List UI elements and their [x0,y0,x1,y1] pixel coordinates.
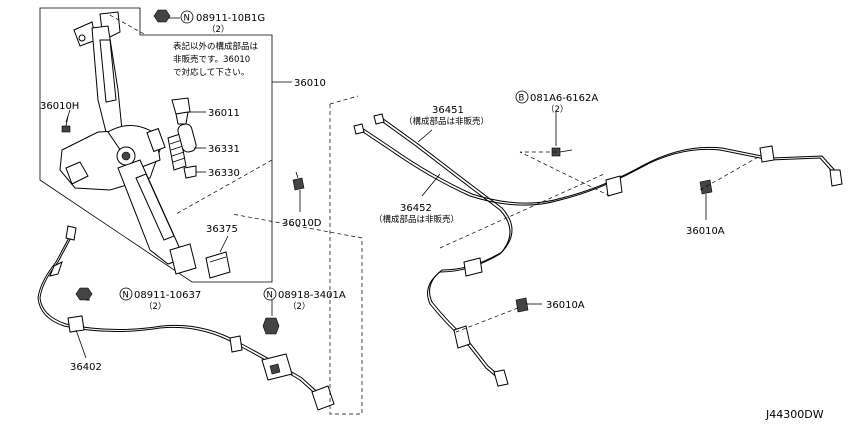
rear-cable-36451 [353,123,843,206]
label-36375: 36375 [206,224,238,235]
clip-36010a-right-icon [699,179,713,195]
clip-36010d-icon [292,171,305,191]
label-36010: 36010 [294,78,326,89]
dashed-reference-lines [107,13,761,415]
label-36402: 36402 [70,362,102,373]
label-36330: 36330 [208,168,240,179]
label-36451: 36451 [432,105,464,116]
label-36452-note: （構成部品は非販売） [374,214,459,225]
nut-08918-3401a-icon [262,317,280,335]
label-36331: 36331 [208,144,240,155]
part-36375-pedal-pad [205,251,231,279]
svg-text:N: N [267,291,273,301]
label-36010a-lower: 36010A [546,300,585,311]
rear-cable-36452 [373,113,623,387]
label-36451-note: （構成部品は非販売） [404,116,489,127]
label-08918-3401a: 08918-3401A [278,290,346,301]
label-081a6-6162a: 081A6-6162A [530,93,598,104]
label-36011: 36011 [208,108,240,119]
note-line-3: で対応して下さい。 [173,67,249,78]
nut-top-icon [153,9,171,23]
label-08911-10b1g: 08911-10B1G [196,13,265,24]
label-36010h: 36010H [40,101,79,112]
label-08911-10b1g-qty: （2） [207,24,229,35]
label-08911-10637: 08911-10637 [134,290,201,301]
n-symbol-icon: N [180,10,194,24]
part-36330-bushing [177,123,197,179]
svg-text:B: B [519,94,525,104]
diagram-code: J44300DW [765,408,824,421]
label-08918-3401a-qty: （2） [288,301,310,312]
n-symbol-icon: N [263,287,277,301]
parking-brake-pedal-assembly [59,11,197,275]
note-text: 表記以外の構成部品は 非販売です。36010 で対応して下さい。 [173,41,259,78]
svg-text:N: N [123,291,129,301]
note-line-1: 表記以外の構成部品は [173,41,259,52]
label-36010d: 36010D [282,218,322,229]
pedal-assembly-outline [39,7,273,283]
b-symbol-icon: B [515,90,529,104]
bolt-36010h-icon [61,115,71,133]
part-36011-clip [171,97,191,125]
svg-text:N: N [184,14,190,24]
leader-lines [65,17,707,359]
label-36010a-right: 36010A [686,226,725,237]
label-081a6-6162a-qty: （2） [546,104,568,115]
label-08911-10637-qty: （2） [144,301,166,312]
front-cable-36402 [37,225,335,411]
n-symbol-icon: N [119,287,133,301]
nut-08911-10637-icon [75,287,93,301]
clip-36010a-lower-icon [515,297,529,313]
label-36452: 36452 [400,203,432,214]
note-line-2: 非販売です。36010 [173,54,250,65]
